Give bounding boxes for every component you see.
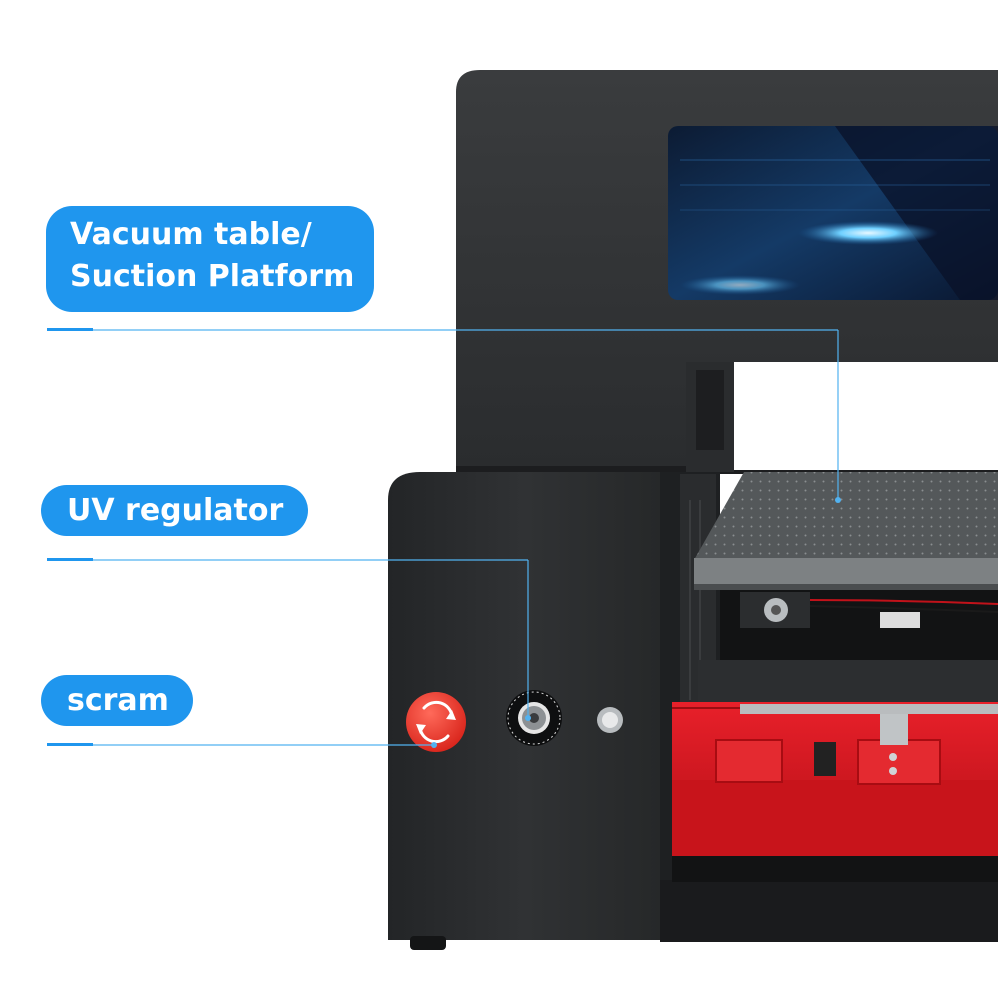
leader-lines <box>47 328 841 748</box>
uv-label-text: UV regulator <box>67 493 284 528</box>
foot <box>410 936 446 950</box>
uv-regulator-label: UV regulator <box>41 485 308 536</box>
gantry-opening <box>686 362 998 470</box>
red-carriage <box>672 702 998 882</box>
scram-label: scram <box>41 675 193 726</box>
vacuum-table-label: Vacuum table/ Suction Platform <box>46 206 374 312</box>
vacuum-label-line-1: Vacuum table/ <box>70 217 312 252</box>
emergency-stop-button[interactable] <box>406 692 466 752</box>
uv-regulator-knob[interactable] <box>506 690 562 746</box>
motor-assembly <box>740 592 998 628</box>
uv-leader-tab <box>47 558 93 561</box>
scram-label-text: scram <box>67 683 169 718</box>
suction-platform <box>694 472 998 590</box>
scram-leader-tab <box>47 743 93 746</box>
vacuum-label-line-2: Suction Platform <box>70 259 355 294</box>
top-window <box>668 126 998 300</box>
vacuum-leader-tab <box>47 328 93 331</box>
power-indicator[interactable] <box>597 707 623 733</box>
